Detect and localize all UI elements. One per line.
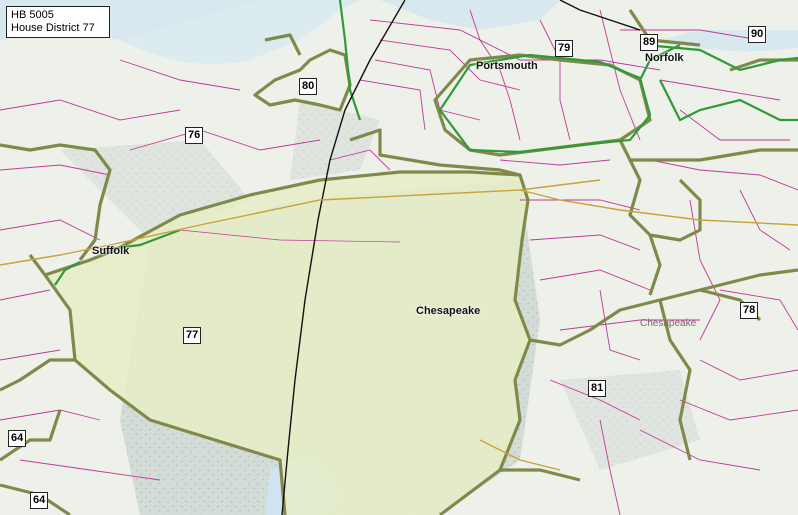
precinct-lines bbox=[0, 9, 798, 515]
district-label-78: 78 bbox=[740, 302, 759, 319]
district-label-81: 81 bbox=[588, 380, 607, 397]
district-label-76: 76 bbox=[185, 127, 204, 144]
district-label-79: 79 bbox=[555, 40, 574, 57]
district-name: House District 77 bbox=[11, 22, 95, 34]
county-lines bbox=[54, 0, 798, 286]
district-label-80: 80 bbox=[299, 78, 318, 95]
district-label-90: 90 bbox=[748, 26, 767, 43]
district-label-64-lower: 64 bbox=[30, 492, 49, 509]
district-77-area bbox=[45, 172, 530, 515]
bill-number: HB 5005 bbox=[11, 9, 54, 21]
place-suffolk: Suffolk bbox=[92, 245, 130, 257]
district-label-77: 77 bbox=[183, 327, 202, 344]
place-chesapeake-town: Chesapeake bbox=[640, 318, 697, 329]
district-label-89: 89 bbox=[640, 34, 659, 51]
district-label-64-upper: 64 bbox=[8, 430, 27, 447]
place-chesapeake: Chesapeake bbox=[416, 305, 481, 317]
roads bbox=[0, 179, 798, 471]
place-portsmouth: Portsmouth bbox=[476, 60, 538, 72]
locality-split-line bbox=[281, 0, 641, 515]
map-title-box: HB 5005 House District 77 bbox=[6, 6, 110, 38]
place-norfolk: Norfolk bbox=[645, 52, 684, 64]
